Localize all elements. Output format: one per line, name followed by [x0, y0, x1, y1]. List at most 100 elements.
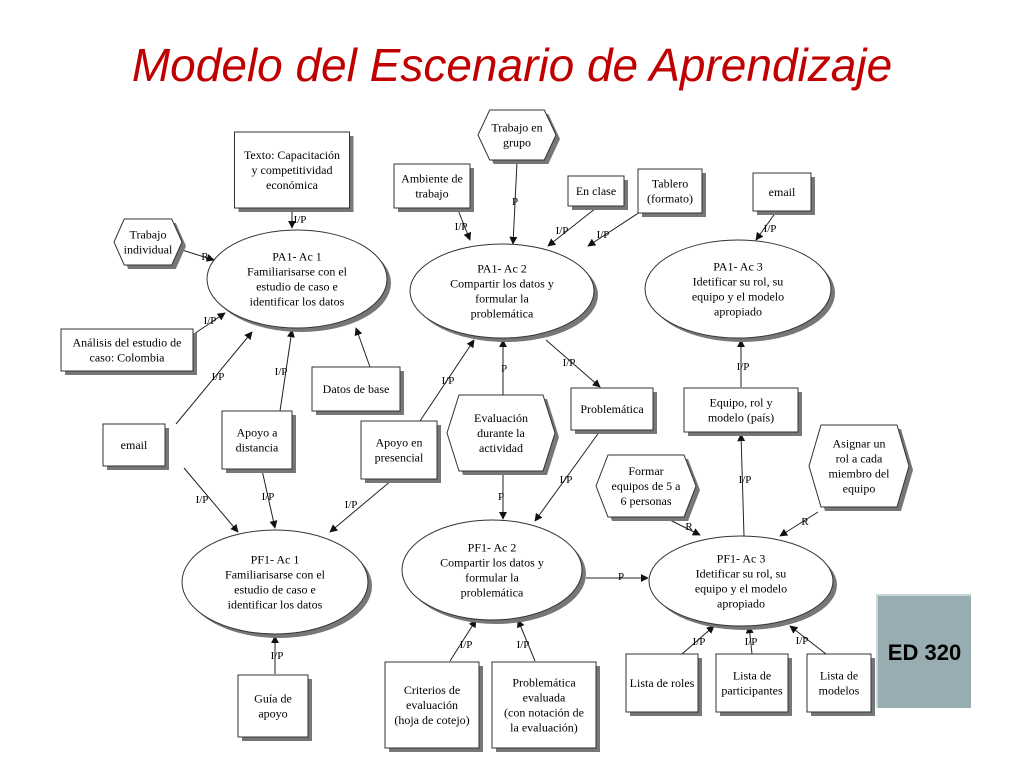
node-text: apropiado [714, 305, 762, 319]
node-text: individual [124, 243, 173, 257]
diagram-edge [534, 430, 601, 522]
edge-label: I/P [460, 639, 473, 651]
edge-label: I/P [563, 357, 576, 369]
diagram-edge [737, 433, 746, 537]
edges-layer [175, 161, 827, 674]
edge-label: P [498, 491, 504, 503]
node-text: Datos de base [323, 382, 390, 396]
node-text: Formar [628, 464, 663, 478]
node-text: Criterios de [404, 683, 460, 697]
edge-label: R [201, 251, 209, 263]
node-text: Compartir los datos y [440, 556, 544, 570]
node-text: email [121, 438, 148, 452]
edge-label: I/P [262, 491, 275, 503]
node-text: 6 personas [621, 494, 672, 508]
node-text: estudio de caso e [234, 583, 316, 597]
node-text: distancia [236, 441, 279, 455]
diagram-edge [587, 211, 641, 247]
node-text: participantes [721, 684, 783, 698]
node-text: Compartir los datos y [450, 277, 554, 291]
page-title: Modelo del Escenario de Aprendizaje [131, 39, 893, 91]
diagram-edge [789, 625, 827, 655]
diagram-edge [419, 339, 475, 422]
node-text: económica [266, 178, 319, 192]
node-text: En clase [576, 184, 616, 198]
node-text: miembro del [829, 467, 891, 481]
node-text: problemática [471, 307, 534, 321]
node-text: la evaluación) [510, 721, 578, 735]
edge-label: I/P [560, 474, 573, 486]
node-text: rol a cada [836, 452, 883, 466]
node-text: Problemática [580, 402, 644, 416]
node-text: Apoyo a [237, 426, 279, 440]
node-text: actividad [479, 441, 523, 455]
node-text: PA1- Ac 2 [477, 262, 527, 276]
node-text: apoyo [258, 707, 287, 721]
node-text: formular la [475, 292, 529, 306]
node-text: Equipo, rol y [710, 396, 773, 410]
node-text: PA1- Ac 1 [272, 250, 322, 264]
edge-label: I/P [597, 229, 610, 241]
node-en-clase: En clase [567, 175, 628, 210]
node-text: evaluación [406, 698, 458, 712]
node-text: equipo [843, 482, 876, 496]
diagram-edge [279, 329, 295, 412]
diagram-edge [745, 625, 754, 655]
node-lista-roles: Lista de roles [625, 653, 702, 716]
node-text: Ambiente de [401, 172, 463, 186]
node-text: problemática [461, 586, 524, 600]
node-text: caso: Colombia [90, 351, 166, 365]
node-text: (con notación de [504, 706, 584, 720]
node-text: Tablero [652, 177, 688, 191]
node-text: presencial [375, 451, 424, 465]
diagram-edge [755, 211, 777, 241]
node-text: modelos [819, 684, 860, 698]
node-text: identificar los datos [228, 598, 323, 612]
node-text: Lista de roles [630, 676, 695, 690]
edge-label: I/P [556, 225, 569, 237]
diagram-edge [175, 331, 253, 425]
edge-label: I/P [271, 650, 284, 662]
node-text: formular la [465, 571, 519, 585]
node-text: Lista de [820, 669, 858, 683]
node-email-top: email [752, 172, 815, 215]
node-email-left: email [102, 423, 169, 470]
edge-label: R [685, 521, 693, 533]
diagram-edge [193, 312, 226, 335]
node-text: Familiarisarse con el [225, 568, 326, 582]
node-text: equipo y el modelo [692, 290, 784, 304]
node-text: equipo y el modelo [695, 582, 787, 596]
edge-label: I/P [345, 499, 358, 511]
node-text: PA1- Ac 3 [713, 260, 763, 274]
node-text: grupo [503, 136, 531, 150]
diagram-edge [681, 625, 715, 655]
node-text: equipos de 5 a [612, 479, 682, 493]
edge-label: I/P [739, 474, 752, 486]
node-text: Texto: Capacitación [244, 148, 340, 162]
node-text: (formato) [647, 192, 693, 206]
node-text: Asignar un [833, 437, 886, 451]
node-text: email [769, 185, 796, 199]
node-text: PF1- Ac 2 [468, 541, 517, 555]
node-text: Evaluación [474, 411, 528, 425]
edge-label: I/P [442, 375, 455, 387]
edge-label: I/P [693, 636, 706, 648]
